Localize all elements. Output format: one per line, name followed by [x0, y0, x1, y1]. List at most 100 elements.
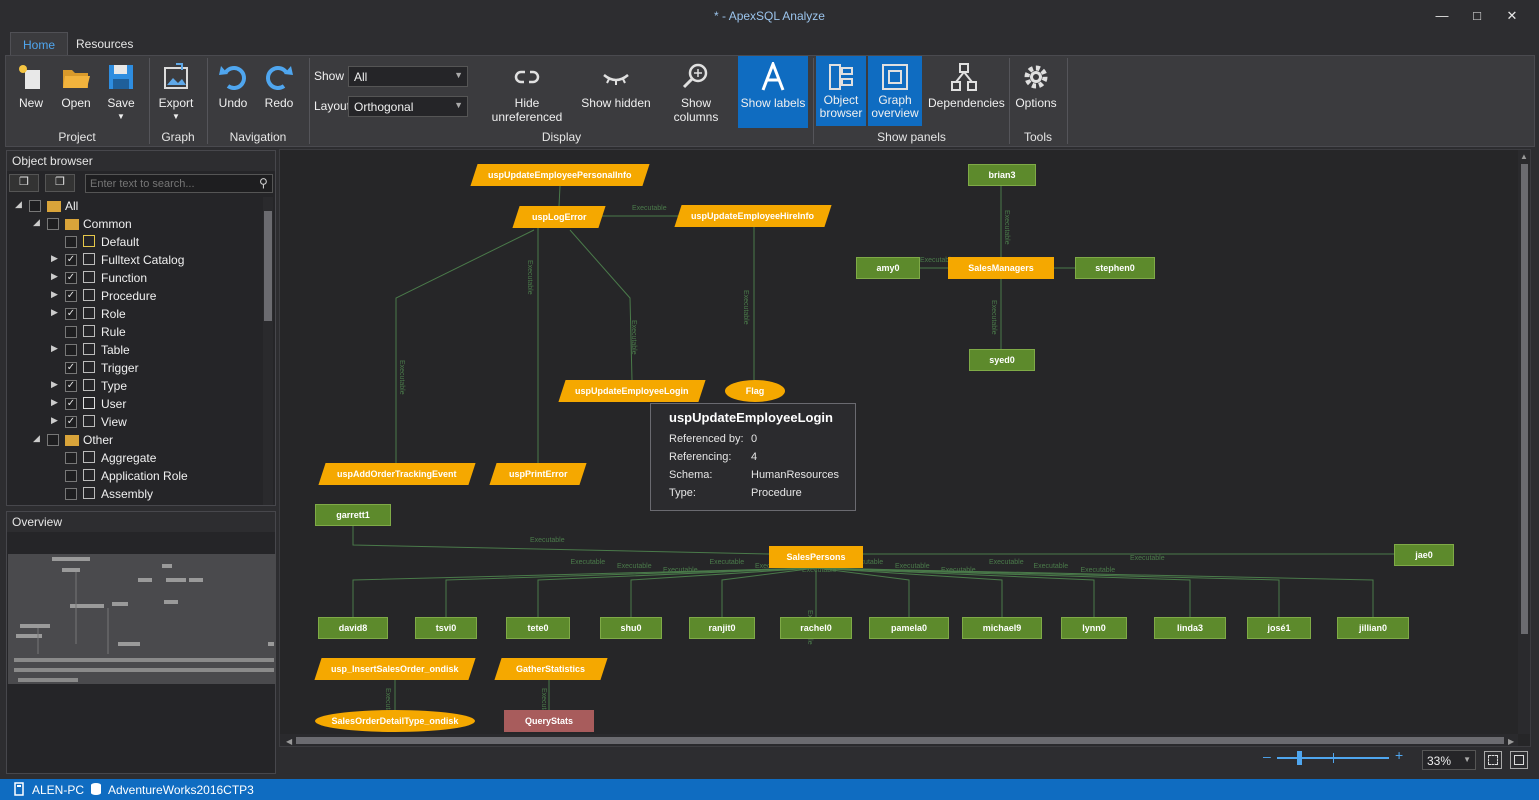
scroll-up-icon[interactable]: ▲ — [1520, 152, 1528, 161]
tree-item-checkbox[interactable] — [65, 470, 77, 482]
tree-item[interactable]: Aggregate — [7, 449, 261, 467]
search-icon[interactable]: ⚲ — [259, 176, 268, 190]
maximize-icon[interactable]: □ — [1473, 8, 1481, 23]
tree-item-checkbox[interactable]: ✓ — [65, 362, 77, 374]
graph-node[interactable]: josé1 — [1247, 617, 1311, 639]
tree-item[interactable]: ◢All — [7, 197, 261, 215]
expand-arrow-icon[interactable]: ▶ — [51, 271, 58, 281]
tree-item[interactable]: ▶✓User — [7, 395, 261, 413]
tree-item-checkbox[interactable] — [29, 200, 41, 212]
graph-node[interactable]: SalesPersons — [769, 546, 863, 568]
tree-item-checkbox[interactable]: ✓ — [65, 380, 77, 392]
graph-node[interactable]: Flag — [725, 380, 785, 402]
graph-node[interactable]: uspPrintError — [489, 463, 587, 485]
graph-node[interactable]: rachel0 — [780, 617, 852, 639]
save-button[interactable]: Save ▼ — [101, 56, 141, 128]
show-columns-button[interactable]: Show columns — [658, 56, 734, 128]
tree-item[interactable]: Application Role — [7, 467, 261, 485]
search-input[interactable] — [85, 174, 273, 193]
tree-item-checkbox[interactable] — [65, 488, 77, 500]
zoom-thumb[interactable] — [1297, 751, 1302, 765]
expand-arrow-icon[interactable]: ▶ — [51, 253, 58, 263]
show-select[interactable]: All▼ — [348, 66, 468, 87]
graph-node[interactable]: michael9 — [962, 617, 1042, 639]
zoom-slider[interactable]: – + — [1263, 747, 1408, 765]
tree-item-checkbox[interactable] — [65, 236, 77, 248]
show-hidden-button[interactable]: Show hidden — [581, 56, 651, 128]
expand-arrow-icon[interactable]: ▶ — [51, 379, 58, 389]
tree-item-checkbox[interactable]: ✓ — [65, 416, 77, 428]
graph-node[interactable]: tsvi0 — [415, 617, 477, 639]
tree-item-checkbox[interactable]: ✓ — [65, 272, 77, 284]
graph-node[interactable]: SalesManagers — [948, 257, 1054, 279]
save-dropdown-icon[interactable]: ▼ — [117, 112, 125, 121]
graph-node[interactable]: tete0 — [506, 617, 570, 639]
tree-item-checkbox[interactable]: ✓ — [65, 398, 77, 410]
expand-arrow-icon[interactable]: ▶ — [51, 307, 58, 317]
scroll-left-icon[interactable]: ◀ — [286, 737, 293, 746]
tab-home[interactable]: Home — [10, 32, 69, 56]
graph-node[interactable]: lynn0 — [1061, 617, 1127, 639]
redo-button[interactable]: Redo — [259, 56, 299, 128]
collapse-arrow-icon[interactable]: ◢ — [33, 217, 40, 227]
canvas-vscrollbar[interactable]: ▲ — [1518, 150, 1530, 734]
expand-all-button[interactable]: ❐ — [9, 174, 39, 192]
tree-item[interactable]: ▶✓Procedure — [7, 287, 261, 305]
expand-arrow-icon[interactable]: ▶ — [51, 289, 58, 299]
expand-arrow-icon[interactable]: ▶ — [51, 415, 58, 425]
expand-arrow-icon[interactable]: ▶ — [51, 343, 58, 353]
graph-node[interactable]: SalesOrderDetailType_ondisk — [315, 710, 475, 732]
graph-node[interactable]: garrett1 — [315, 504, 391, 526]
tree-item[interactable]: ▶✓Role — [7, 305, 261, 323]
tree-item-checkbox[interactable]: ✓ — [65, 290, 77, 302]
graph-node[interactable]: jillian0 — [1337, 617, 1409, 639]
tree-item[interactable]: ▶✓Type — [7, 377, 261, 395]
graph-node[interactable]: amy0 — [856, 257, 920, 279]
minimize-icon[interactable]: — — [1435, 8, 1449, 23]
export-button[interactable]: Export ▼ — [154, 56, 198, 128]
zoom-in-icon[interactable]: + — [1395, 747, 1404, 763]
canvas-hscrollbar-thumb[interactable] — [296, 737, 1504, 744]
expand-arrow-icon[interactable]: ▶ — [51, 397, 58, 407]
scroll-right-icon[interactable]: ▶ — [1508, 737, 1515, 746]
graph-node[interactable]: uspUpdateEmployeePersonalInfo — [470, 164, 650, 186]
tree-item[interactable]: Default — [7, 233, 261, 251]
canvas-vscrollbar-thumb[interactable] — [1521, 164, 1528, 634]
dependencies-button[interactable]: Dependencies — [928, 56, 1005, 128]
hide-unreferenced-button[interactable]: Hide unreferenced — [478, 56, 576, 128]
open-button[interactable]: Open — [56, 56, 96, 128]
tree-scrollbar-thumb[interactable] — [264, 211, 272, 321]
canvas-hscrollbar[interactable]: ◀ ▶ — [280, 734, 1518, 746]
graph-node[interactable]: pamela0 — [869, 617, 949, 639]
tree-item-checkbox[interactable] — [65, 326, 77, 338]
graph-node[interactable]: ranjit0 — [689, 617, 755, 639]
tree-item-checkbox[interactable] — [65, 344, 77, 356]
graph-node[interactable]: shu0 — [600, 617, 662, 639]
tree-item[interactable]: ◢Common — [7, 215, 261, 233]
graph-node[interactable]: uspUpdateEmployeeHireInfo — [674, 205, 832, 227]
show-labels-button[interactable]: Show labels — [738, 56, 808, 128]
graph-node[interactable]: david8 — [318, 617, 388, 639]
collapse-all-button[interactable]: ❐ — [45, 174, 75, 192]
tree-item-checkbox[interactable]: ✓ — [65, 254, 77, 266]
graph-node[interactable]: uspAddOrderTrackingEvent — [318, 463, 476, 485]
tab-resources[interactable]: Resources — [76, 37, 134, 51]
tree-item[interactable]: Assembly — [7, 485, 261, 503]
graph-node[interactable]: uspLogError — [512, 206, 606, 228]
zoom-out-icon[interactable]: – — [1263, 748, 1271, 764]
graph-node[interactable]: uspUpdateEmployeeLogin — [558, 380, 706, 402]
graph-node[interactable]: syed0 — [969, 349, 1035, 371]
tree-item[interactable]: ▶✓Function — [7, 269, 261, 287]
collapse-arrow-icon[interactable]: ◢ — [15, 199, 22, 209]
graph-node[interactable]: usp_InsertSalesOrder_ondisk — [314, 658, 476, 680]
graph-node[interactable]: jae0 — [1394, 544, 1454, 566]
tree-item[interactable]: ▶Table — [7, 341, 261, 359]
overview-minimap[interactable] — [8, 554, 276, 684]
tree-item[interactable]: ▶✓Fulltext Catalog — [7, 251, 261, 269]
new-button[interactable]: New — [11, 56, 51, 128]
graph-node[interactable]: GatherStatistics — [494, 658, 608, 680]
options-button[interactable]: Options — [1014, 56, 1058, 128]
tree-item-checkbox[interactable] — [47, 218, 59, 230]
